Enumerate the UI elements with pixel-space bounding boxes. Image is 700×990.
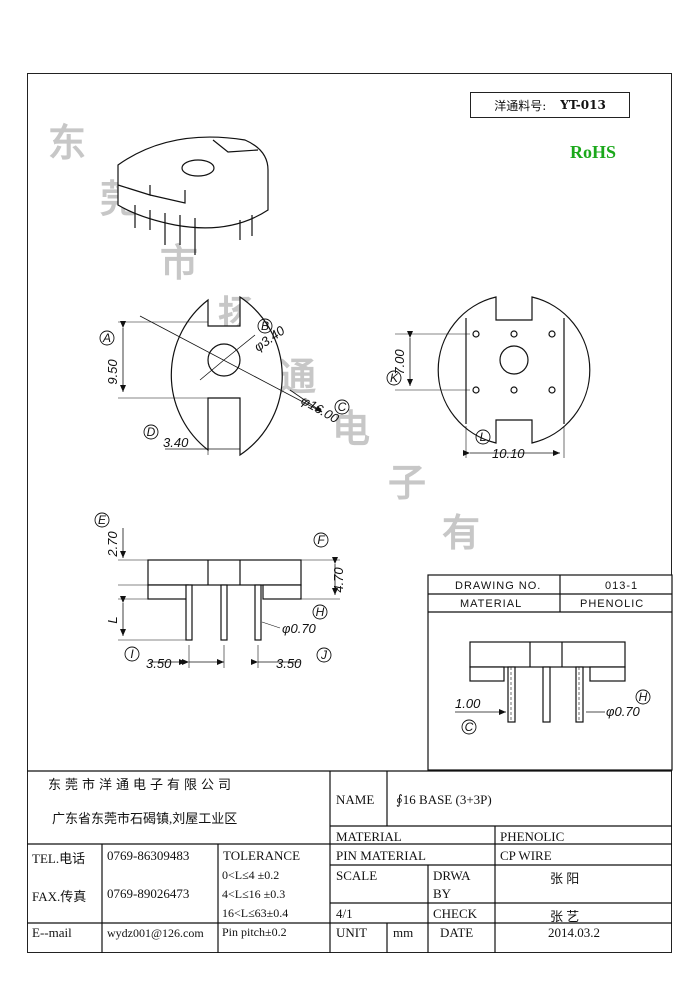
scale-value: 4/1 <box>336 906 353 921</box>
tel-value: 0769-86309483 <box>107 848 190 863</box>
bottom-view <box>395 296 591 458</box>
top-view <box>118 295 323 457</box>
dim-0-70-dia-inset: φ0.70 <box>606 704 641 719</box>
dim-9-50: 9.50 <box>105 359 120 385</box>
watermark-char: 有 <box>442 511 481 555</box>
dim-4-70: 4.70 <box>331 567 346 593</box>
inset-box <box>427 574 673 771</box>
inset-material-label: MATERIAL <box>460 598 522 610</box>
label-k: K <box>390 371 399 385</box>
scale-label: SCALE <box>336 868 378 883</box>
label-h-inset: H <box>639 690 648 704</box>
title-block-grid <box>27 770 672 953</box>
watermark-char: 东 <box>48 121 87 165</box>
company-address: 广东省东莞市石碣镇,刘屋工业区 <box>52 811 238 826</box>
label-e: E <box>98 513 107 527</box>
label-a: A <box>102 331 111 345</box>
checked-by: 张 艺 <box>550 909 580 924</box>
label-c-inset: C <box>465 720 474 734</box>
dim-3-50-right: 3.50 <box>276 656 302 671</box>
material-label: MATERIAL <box>336 829 402 844</box>
dim-10-10: 10.10 <box>492 446 525 461</box>
part-number: YT-013 <box>560 98 606 112</box>
dim-l: L <box>105 616 120 623</box>
name-label: NAME <box>336 792 375 807</box>
fax-value: 0769-89026473 <box>107 886 190 901</box>
email-value: wydz001@126.com <box>107 926 204 940</box>
rohs-mark: RoHS <box>570 142 617 162</box>
label-l: L <box>480 430 487 444</box>
pin-material-label: PIN MATERIAL <box>336 848 426 863</box>
pin-material-value: CP WIRE <box>500 848 552 863</box>
label-j: J <box>320 648 328 662</box>
dim-3-50-left: 3.50 <box>146 656 172 671</box>
name-value: ∮16 BASE (3+3P) <box>396 792 492 807</box>
dim-3-40: 3.40 <box>163 435 189 450</box>
company-name: 东莞市洋通电子有限公司 <box>48 777 236 792</box>
tolerance-row-2: 4<L≤16 ±0.3 <box>222 887 286 901</box>
label-i: I <box>130 647 134 661</box>
fax-label: FAX.传真 <box>32 889 87 904</box>
dim-0-70-dia: φ0.70 <box>282 621 317 636</box>
unit-label: UNIT <box>336 925 368 940</box>
tolerance-row-3: 16<L≤63±0.4 <box>222 906 289 920</box>
callouts <box>94 318 651 735</box>
tolerance-row-1: 0<L≤4 ±0.2 <box>222 868 280 882</box>
part-number-box: 洋通料号: YT-013 <box>470 92 630 118</box>
watermark-char: 电 <box>332 407 371 451</box>
part-number-label: 洋通料号: <box>494 98 547 113</box>
watermark-char: 市 <box>160 241 199 285</box>
label-f: F <box>317 533 325 547</box>
dim-1-00: 1.00 <box>455 696 481 711</box>
dim-7-00: 7.00 <box>392 349 407 375</box>
date-value: 2014.03.2 <box>548 925 600 940</box>
by-label: BY <box>433 886 452 901</box>
dim-16-00-dia: φ16.00 <box>299 393 343 427</box>
label-c: C <box>338 400 347 414</box>
inset-drawing-no: 013-1 <box>605 580 638 592</box>
email-label: E--mail <box>32 925 72 940</box>
label-b: B <box>261 319 269 333</box>
tolerance-label: TOLERANCE <box>223 848 301 863</box>
label-h: H <box>316 605 325 619</box>
label-d: D <box>147 425 156 439</box>
tel-label: TEL.电话 <box>32 851 86 866</box>
material-value: PHENOLIC <box>500 829 565 844</box>
watermark-char: 子 <box>388 461 427 505</box>
iso-view <box>117 136 269 255</box>
drwa-label: DRWA <box>433 868 471 883</box>
drawn-by: 张 阳 <box>550 871 580 886</box>
drawing-frame <box>27 73 672 953</box>
inset-drawing-no-label: DRAWING NO. <box>455 580 541 592</box>
dim-2-70: 2.70 <box>105 531 120 558</box>
watermark-char: 通 <box>278 355 317 399</box>
unit-value: mm <box>393 925 414 940</box>
inset-material: PHENOLIC <box>580 598 644 610</box>
date-label: DATE <box>440 925 474 940</box>
tolerance-row-4: Pin pitch±0.2 <box>222 925 287 939</box>
side-view <box>118 528 340 668</box>
check-label: CHECK <box>433 906 478 921</box>
